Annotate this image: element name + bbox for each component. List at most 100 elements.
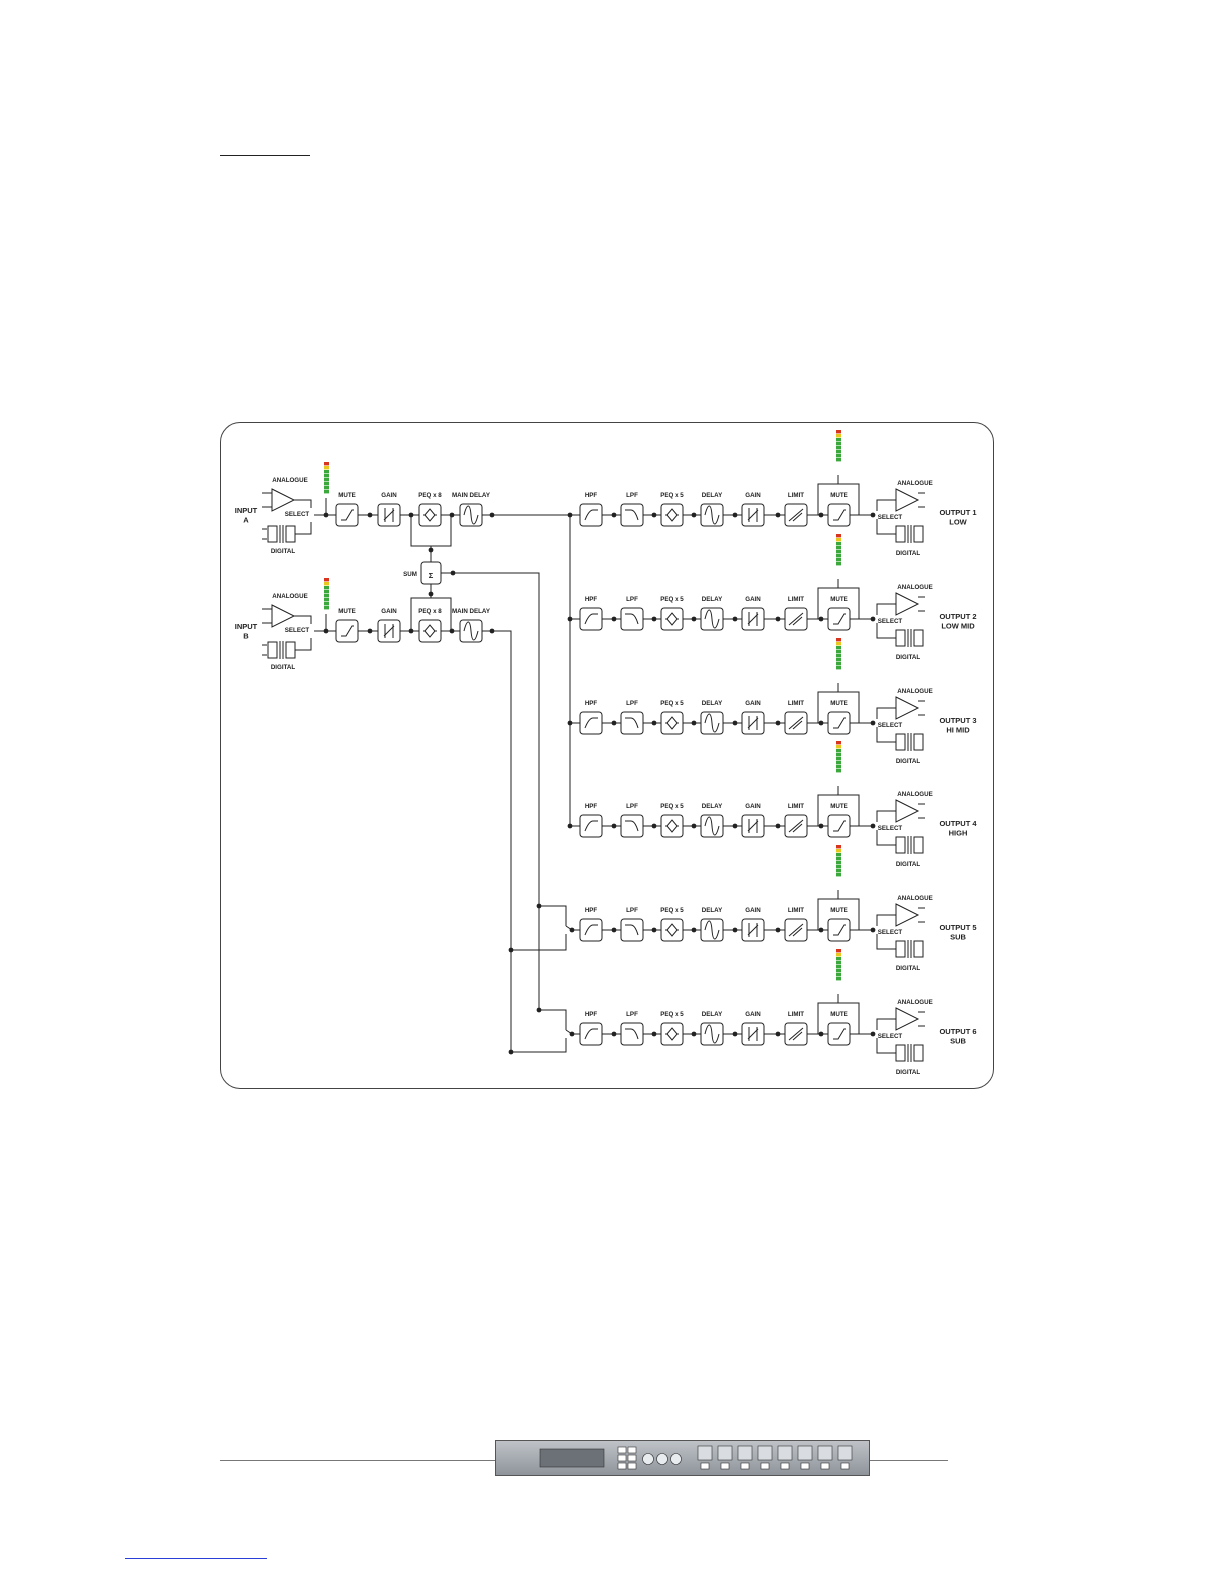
device-channel-strip xyxy=(757,1445,773,1461)
meter-segment xyxy=(324,594,329,598)
meter-segment xyxy=(836,865,841,869)
block-icon-hpf xyxy=(584,717,598,729)
meter-segment xyxy=(836,853,841,857)
input-block-label: PEQ x 8 xyxy=(418,608,442,615)
output-select-label: SELECT xyxy=(878,722,903,729)
output-digital-label: DIGITAL xyxy=(896,861,921,868)
junction-dot xyxy=(611,720,617,726)
meter-segment xyxy=(836,446,841,450)
block-mute xyxy=(827,814,851,838)
output-block-label: HPF xyxy=(585,803,598,810)
output-block-label: HPF xyxy=(585,596,598,603)
block-icon-delay xyxy=(704,609,720,629)
output-block-label: PEQ x 5 xyxy=(660,907,684,914)
meter-segment xyxy=(836,845,841,849)
block-icon-delay xyxy=(704,920,720,940)
block-mute xyxy=(827,711,851,735)
junction-dot xyxy=(651,616,657,622)
meter-segment xyxy=(836,965,841,969)
block-lpf xyxy=(620,711,644,735)
block-lpf xyxy=(620,814,644,838)
device-front-panel-image xyxy=(495,1440,870,1476)
block-peq-x-5 xyxy=(660,503,684,527)
junction-dot xyxy=(818,823,824,829)
signal-wire xyxy=(876,1018,896,1030)
digital-transformer-icon xyxy=(913,525,924,543)
junction-dot xyxy=(428,547,434,553)
junction-dot xyxy=(691,616,697,622)
junction-dot xyxy=(870,616,876,622)
junction-dot xyxy=(651,1031,657,1037)
digital-transformer-icon xyxy=(895,629,906,647)
block-peq-x-8 xyxy=(418,503,442,527)
output-digital-label: DIGITAL xyxy=(896,758,921,765)
meter-segment xyxy=(836,434,841,438)
junction-dot xyxy=(651,720,657,726)
junction-dot xyxy=(367,628,373,634)
output-block-label: HPF xyxy=(585,492,598,499)
signal-wire xyxy=(294,499,312,508)
block-icon-limit xyxy=(788,716,804,730)
output-block-label: MUTE xyxy=(830,907,848,914)
output-block-label: MUTE xyxy=(830,596,848,603)
junction-dot xyxy=(691,512,697,518)
input-digital-label: DIGITAL xyxy=(271,664,296,671)
junction-dot xyxy=(691,720,697,726)
junction-dot xyxy=(870,512,876,518)
output-block-label: LIMIT xyxy=(788,492,804,499)
junction-dot xyxy=(818,927,824,933)
output-analogue-label: ANALOGUE xyxy=(897,895,932,902)
input-block-label: MAIN DELAY xyxy=(452,608,491,615)
analogue-buffer-icon xyxy=(271,604,296,628)
block-icon-gain xyxy=(747,716,759,730)
meter-segment xyxy=(324,466,329,470)
b-to-out6 xyxy=(511,1038,567,1053)
block-icon-limit xyxy=(788,1027,804,1041)
meter-segment xyxy=(324,606,329,610)
block-icon-peq-x-8 xyxy=(423,624,437,638)
meter-segment xyxy=(324,462,329,466)
junction-dot xyxy=(691,823,697,829)
output-analogue-label: ANALOGUE xyxy=(897,999,932,1006)
meter-segment xyxy=(836,546,841,550)
junction-dot xyxy=(611,512,617,518)
junction-dot xyxy=(569,1031,575,1037)
block-icon-mute xyxy=(833,820,846,832)
output-block-label: MUTE xyxy=(830,803,848,810)
junction-dot xyxy=(449,628,455,634)
device-key xyxy=(617,1454,627,1462)
meter-segment xyxy=(324,478,329,482)
output-analogue-label: ANALOGUE xyxy=(897,584,932,591)
signal-wire xyxy=(876,934,896,950)
meter-segment xyxy=(836,450,841,454)
device-channel-strip xyxy=(717,1445,733,1461)
signal-wire xyxy=(294,615,312,624)
block-icon-lpf xyxy=(625,613,639,625)
meter-segment xyxy=(324,482,329,486)
digital-transformer-icon xyxy=(913,733,924,751)
meter-segment xyxy=(324,578,329,582)
meter-segment xyxy=(836,861,841,865)
meter-segment xyxy=(836,749,841,753)
junction-dot xyxy=(569,927,575,933)
input-block-label: PEQ x 8 xyxy=(418,492,442,499)
block-icon-limit xyxy=(788,819,804,833)
block-icon-hpf xyxy=(584,613,598,625)
digital-transformer-icon xyxy=(895,1044,906,1062)
meter-segment xyxy=(836,957,841,961)
meter-segment xyxy=(836,654,841,658)
device-channel-button xyxy=(720,1462,730,1470)
output-block-label: GAIN xyxy=(745,596,761,603)
block-icon-peq-x-5 xyxy=(665,923,679,937)
junction-dot xyxy=(732,1031,738,1037)
output-block-label: HPF xyxy=(585,907,598,914)
meter-segment xyxy=(836,558,841,562)
output-block-label: PEQ x 5 xyxy=(660,492,684,499)
block-icon-delay xyxy=(704,713,720,733)
block-peq-x-5 xyxy=(660,918,684,942)
block-icon-limit xyxy=(788,923,804,937)
input-block-label: MUTE xyxy=(338,492,356,499)
